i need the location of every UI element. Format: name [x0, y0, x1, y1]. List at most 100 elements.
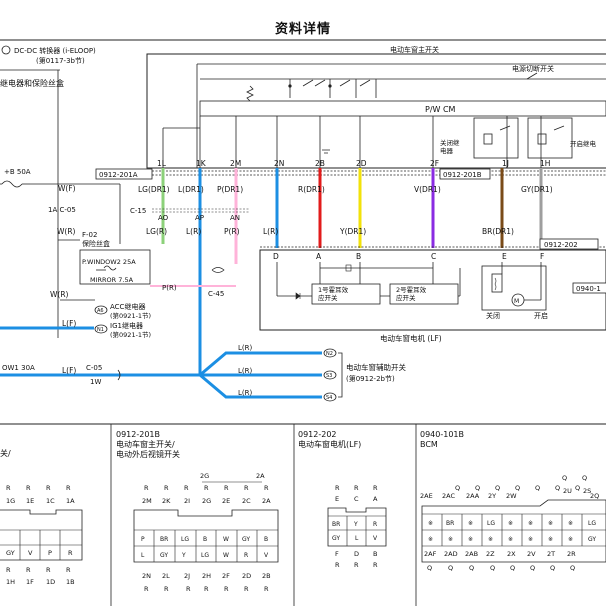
svg-text:R: R: [373, 561, 378, 569]
svg-text:R: R: [144, 585, 149, 593]
svg-text:B: B: [356, 252, 361, 261]
page-title: 资料详情: [274, 22, 331, 37]
svg-text:2L: 2L: [162, 572, 170, 580]
svg-text:P(DR1): P(DR1): [217, 185, 243, 194]
panel-201b-title2a: 电动车窗主开关/: [116, 439, 175, 449]
svg-text:F: F: [335, 550, 339, 558]
panel-201b-title2b: 电动外后视镜开关: [116, 449, 180, 459]
svg-text:※: ※: [508, 520, 513, 527]
svg-text:※: ※: [468, 520, 473, 527]
svg-text:R: R: [6, 566, 11, 574]
dcdc-label-2: (第0117-3b节): [36, 56, 85, 65]
relay-coil-icon: [483, 116, 565, 168]
svg-text:GY: GY: [332, 535, 340, 542]
svg-text:F: F: [540, 252, 544, 261]
acc-section: (第0921-1节): [110, 311, 151, 320]
svg-text:L: L: [141, 552, 145, 559]
svg-text:L(DR1): L(DR1): [178, 185, 204, 194]
svg-text:R: R: [204, 585, 209, 593]
svg-text:2X: 2X: [507, 550, 516, 558]
svg-text:1H: 1H: [6, 578, 15, 586]
svg-text:LG: LG: [201, 552, 209, 559]
svg-text:※: ※: [548, 536, 553, 543]
svg-text:2D: 2D: [356, 159, 367, 168]
svg-text:1H: 1H: [540, 159, 550, 168]
master-switch-box: [146, 53, 606, 169]
svg-text:2J: 2J: [184, 572, 190, 580]
svg-text:电动车窗电机(LF): 电动车窗电机(LF): [298, 439, 361, 449]
svg-text:R: R: [204, 484, 209, 492]
svg-text:Q: Q: [550, 564, 555, 572]
svg-text:※: ※: [528, 520, 533, 527]
svg-text:2AA: 2AA: [466, 492, 480, 500]
motor-open: 开启: [534, 311, 548, 320]
f02-desc: 保险丝盒: [82, 239, 110, 248]
connector-panel-201b: 0912-201B 电动车窗主开关/ 电动外后视镜开关 2G 2A R R R …: [116, 430, 279, 593]
motor-frame: [481, 265, 547, 311]
svg-text:LG: LG: [487, 520, 495, 527]
motor-box: [259, 249, 606, 331]
svg-text:2AB: 2AB: [465, 550, 478, 558]
svg-text:V: V: [373, 535, 378, 542]
motor-m: M: [514, 298, 519, 305]
svg-text:W: W: [223, 536, 229, 543]
svg-text:※: ※: [568, 536, 573, 543]
svg-text:2R: 2R: [567, 550, 576, 558]
c45-connector-icon: [211, 267, 225, 273]
hall-switch-2: 2号霍耳效应开关: [396, 285, 427, 302]
acc-badge: A6: [97, 308, 104, 314]
svg-text:2AD: 2AD: [444, 550, 458, 558]
svg-text:R: R: [46, 484, 51, 492]
svg-text:2AE: 2AE: [420, 492, 433, 500]
svg-text:Q: Q: [575, 484, 580, 492]
svg-text:R: R: [144, 484, 149, 492]
svg-text:R: R: [224, 484, 229, 492]
panel-201b-grid: P BR LG B W GY B L GY Y LG W R V: [141, 536, 269, 559]
svg-text:0940-101B: 0940-101B: [420, 430, 464, 439]
svg-text:GY: GY: [242, 536, 250, 543]
lr-branch-2: L(R): [238, 367, 252, 375]
svg-text:B: B: [203, 536, 207, 543]
svg-text:2K: 2K: [162, 497, 171, 505]
f02-label: F-02: [82, 231, 97, 239]
svg-text:2AF: 2AF: [424, 550, 437, 558]
aux-badge-3: S4: [326, 395, 332, 401]
svg-text:1J: 1J: [502, 159, 509, 168]
capacitor-icon: [345, 264, 352, 272]
svg-text:GY: GY: [6, 549, 15, 557]
svg-text:Q: Q: [475, 484, 480, 492]
ig1-section: (第0921-1节): [110, 330, 151, 339]
switch-contacts-icon: [288, 72, 538, 88]
lr-branch-1: L(R): [238, 344, 252, 352]
f02-fusebox: [79, 249, 151, 285]
svg-text:2H: 2H: [202, 572, 211, 580]
svg-text:Q: Q: [510, 564, 515, 572]
svg-text:V(DR1): V(DR1): [414, 185, 441, 194]
aux-badges-icon: [323, 348, 337, 402]
svg-text:R: R: [68, 549, 73, 557]
c05-connector-icon: [117, 369, 121, 381]
connector-201a-label: 0912-201A: [99, 171, 138, 179]
svg-text:V: V: [28, 549, 33, 557]
svg-text:R: R: [184, 484, 189, 492]
svg-text:Q: Q: [490, 564, 495, 572]
svg-text:R: R: [164, 484, 169, 492]
connector-201b-label: 0912-201B: [443, 171, 482, 179]
svg-text:Q: Q: [427, 564, 432, 572]
svg-text:R(DR1): R(DR1): [298, 185, 325, 194]
hall-switch-1: 1号霍耳效应开关: [318, 285, 349, 302]
connector-202-label: 0912-202: [544, 241, 578, 249]
svg-text:D: D: [354, 550, 359, 558]
svg-text:W: W: [223, 552, 229, 559]
svg-text:※: ※: [428, 536, 433, 543]
wf-label: W(F): [58, 184, 76, 193]
pw-cm-label: P/W CM: [425, 105, 456, 114]
open-relay-box: [527, 117, 573, 159]
acc-relay-label: ACC继电器: [110, 302, 145, 311]
svg-text:Q: Q: [582, 474, 587, 482]
c15-an: AN: [230, 214, 240, 222]
fuse-mirror: MIRROR 7.5A: [90, 276, 134, 284]
aux-badge-1: N2: [326, 351, 333, 357]
resistor-icon: [246, 85, 254, 102]
